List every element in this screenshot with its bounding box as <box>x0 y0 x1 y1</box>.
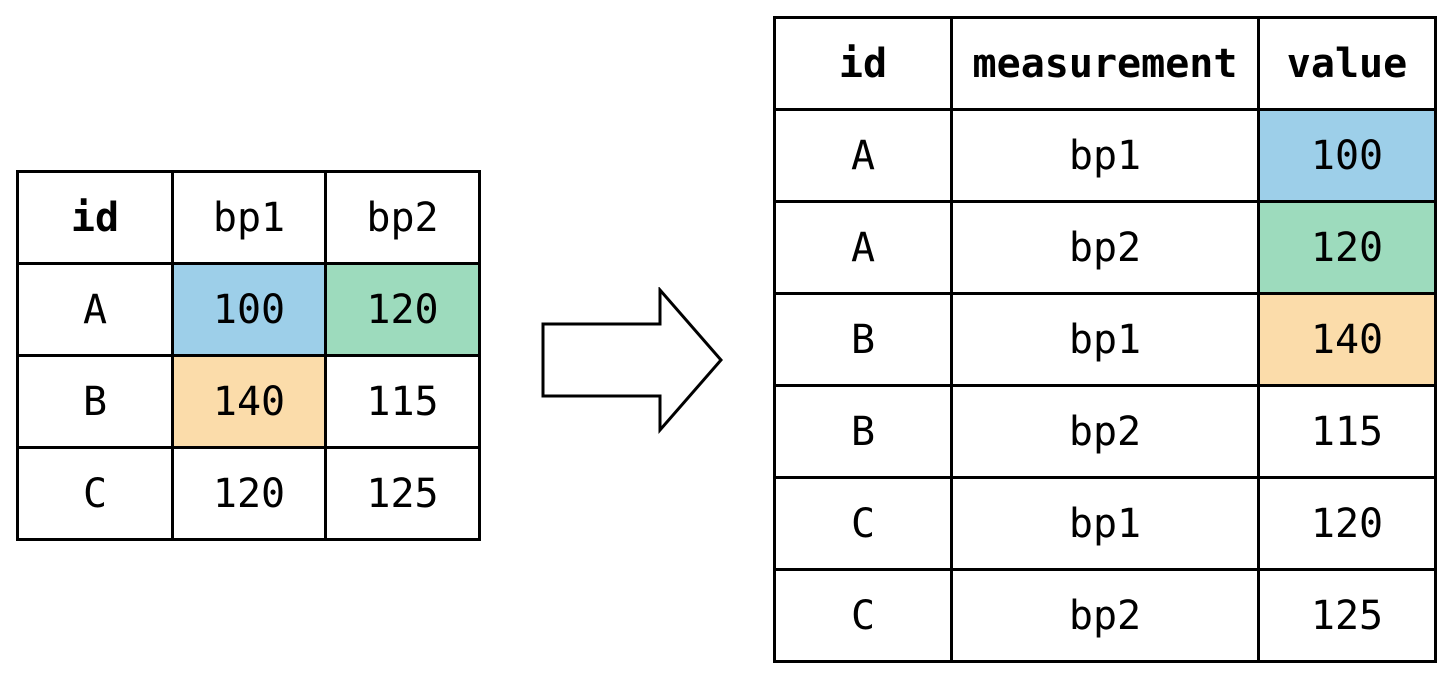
long-cell-value: 120 <box>1257 476 1437 571</box>
long-table-row: C bp1 120 <box>773 476 1437 571</box>
wide-table-header-row: id bp1 bp2 <box>16 170 481 265</box>
right-arrow-icon <box>541 287 723 435</box>
wide-cell-bp1: 100 <box>171 262 327 357</box>
long-header-measurement: measurement <box>950 16 1260 111</box>
wide-cell-bp2: 120 <box>324 262 481 357</box>
long-cell-measurement: bp1 <box>950 476 1260 571</box>
long-table-row: C bp2 125 <box>773 568 1437 663</box>
long-cell-value: 125 <box>1257 568 1437 663</box>
long-table-header-row: id measurement value <box>773 16 1437 111</box>
long-table-row: A bp2 120 <box>773 200 1437 295</box>
long-cell-id: C <box>773 568 953 663</box>
wide-cell-bp2: 115 <box>324 354 481 449</box>
long-cell-id: B <box>773 384 953 479</box>
wide-cell-bp1: 140 <box>171 354 327 449</box>
long-cell-value: 140 <box>1257 292 1437 387</box>
long-cell-id: A <box>773 200 953 295</box>
long-cell-id: B <box>773 292 953 387</box>
long-header-id: id <box>773 16 953 111</box>
wide-table-row: C 120 125 <box>16 446 481 541</box>
long-table-row: B bp2 115 <box>773 384 1437 479</box>
wide-table: id bp1 bp2 A 100 120 B 140 115 C 120 125 <box>16 170 481 541</box>
long-cell-measurement: bp2 <box>950 384 1260 479</box>
long-cell-measurement: bp1 <box>950 292 1260 387</box>
wide-cell-id: A <box>16 262 174 357</box>
long-cell-measurement: bp2 <box>950 200 1260 295</box>
long-table-row: B bp1 140 <box>773 292 1437 387</box>
long-cell-value: 120 <box>1257 200 1437 295</box>
wide-cell-bp1: 120 <box>171 446 327 541</box>
long-table: id measurement value A bp1 100 A bp2 120… <box>773 16 1437 663</box>
wide-table-row: B 140 115 <box>16 354 481 449</box>
long-cell-value: 100 <box>1257 108 1437 203</box>
long-cell-measurement: bp2 <box>950 568 1260 663</box>
long-cell-value: 115 <box>1257 384 1437 479</box>
long-table-row: A bp1 100 <box>773 108 1437 203</box>
long-cell-id: A <box>773 108 953 203</box>
wide-cell-bp2: 125 <box>324 446 481 541</box>
wide-cell-id: C <box>16 446 174 541</box>
long-cell-id: C <box>773 476 953 571</box>
long-cell-measurement: bp1 <box>950 108 1260 203</box>
long-header-value: value <box>1257 16 1437 111</box>
wide-header-id: id <box>16 170 174 265</box>
wide-header-bp1: bp1 <box>171 170 327 265</box>
wide-cell-id: B <box>16 354 174 449</box>
wide-table-row: A 100 120 <box>16 262 481 357</box>
wide-header-bp2: bp2 <box>324 170 481 265</box>
